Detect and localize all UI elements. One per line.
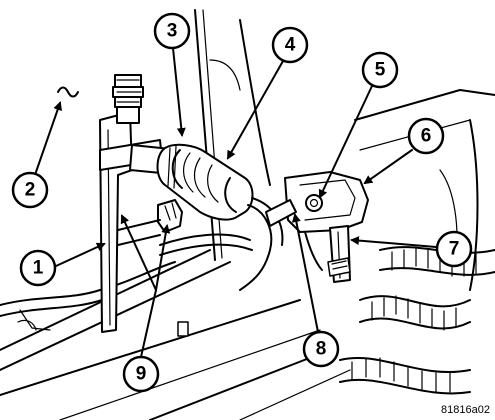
leader-3 [172,47,186,137]
callout-4: 4 [271,26,309,64]
callouts: 1 2 3 4 5 6 7 8 [11,12,473,393]
leader-9b [155,224,171,291]
callout-5: 5 [361,51,399,89]
leader-9a [140,289,157,358]
callout-6-label: 6 [421,126,432,147]
bracket-assembly [99,74,284,333]
callout-1: 1 [19,249,57,287]
leader-lines [35,47,437,358]
leader-7 [350,236,437,248]
figure-id: 81816a02 [441,404,490,416]
callout-3: 3 [153,12,191,50]
callout-3-label: 3 [167,21,178,42]
callout-2: 2 [11,171,49,209]
callout-1-label: 1 [33,258,44,279]
callout-6: 6 [407,117,445,155]
callout-5-label: 5 [375,60,386,81]
leader-4 [227,60,284,160]
leader-1 [55,242,106,267]
callout-4-label: 4 [285,35,296,56]
leader-5 [318,85,373,199]
callout-9: 9 [122,355,160,393]
clamp-assembly [265,171,369,283]
leader-6 [363,149,413,185]
callout-9-label: 9 [136,364,147,385]
leader-9c [120,214,157,291]
callout-7: 7 [435,230,473,268]
wave-mark [57,86,79,98]
engine-background [0,9,495,420]
callout-8: 8 [302,330,340,368]
callout-2-label: 2 [25,180,36,201]
leader-8 [291,213,319,333]
callout-8-label: 8 [316,339,327,360]
callout-7-label: 7 [449,239,460,260]
leader-2 [35,101,62,173]
